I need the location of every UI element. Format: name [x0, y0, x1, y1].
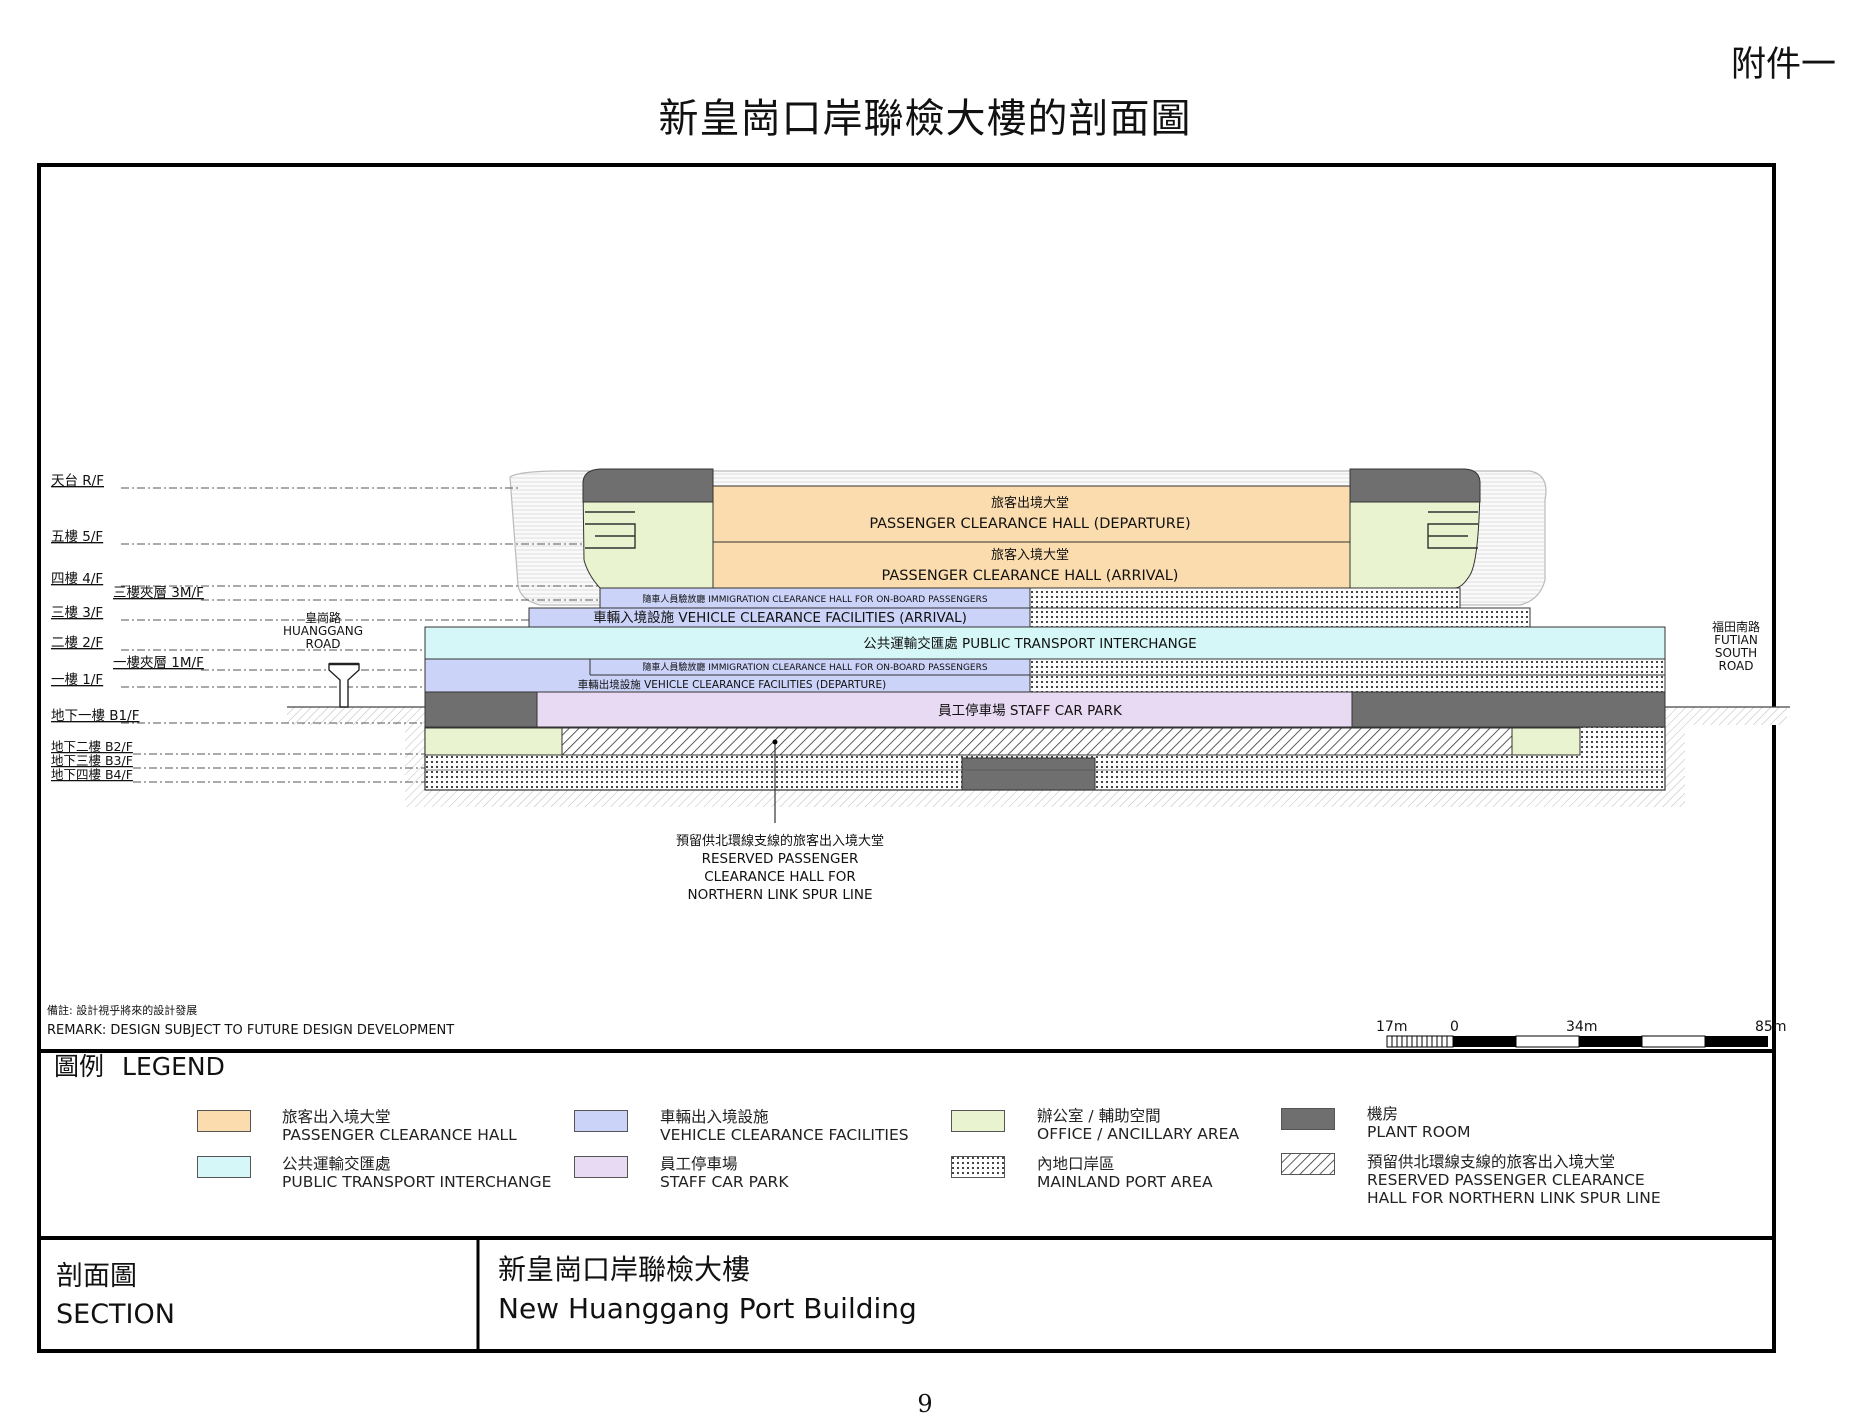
staff-car-park [536, 691, 1353, 728]
immigration-3m-label: 隨車人員驗放廳 IMMIGRATION CLEARANCE HALL FOR O… [642, 593, 987, 605]
office-b2-right [1511, 727, 1581, 756]
legend-swatch-reserved [1281, 1153, 1335, 1175]
remark: 備註: 設計視乎將來的設計發展 REMARK: DESIGN SUBJECT T… [47, 1003, 454, 1038]
public-transport-interchange [424, 626, 1666, 660]
level-label-b1: 地下一樓 B1/F [51, 708, 139, 724]
level-label-3f: 三樓 3/F [51, 605, 103, 621]
remark-en: REMARK: DESIGN SUBJECT TO FUTURE DESIGN … [47, 1023, 454, 1038]
legend-swatch-mainland [951, 1156, 1005, 1178]
scale-bar: 17m 0 34m 85m [1376, 1019, 1786, 1048]
road-right-zh: 福田南路 [1712, 619, 1760, 634]
legend-swatch-office [951, 1110, 1005, 1132]
level-label-b4: 地下四樓 B4/F [51, 767, 133, 782]
arrival-label-zh: 旅客入境大堂 [991, 547, 1069, 563]
legend-title-en: LEGEND [122, 1052, 225, 1081]
mainland-3m [1029, 587, 1461, 609]
legend-title-zh: 圖例 [54, 1052, 105, 1081]
legend-swatch-staff [574, 1156, 628, 1178]
plant-room-b1-right [1351, 691, 1666, 728]
level-label-4f: 四樓 4/F [51, 571, 103, 587]
drawing-frame [37, 163, 1776, 1353]
legend-title: 圖例 LEGEND [54, 1047, 225, 1083]
road-right-en2: SOUTH [1715, 646, 1757, 660]
scale-label-0: 0 [1450, 1019, 1459, 1035]
office-b2-left [424, 727, 563, 756]
scale-label-85m: 85m [1755, 1019, 1786, 1035]
titleblock-building-en: New Huanggang Port Building [498, 1292, 917, 1325]
legend-swatch-vehicle [574, 1110, 628, 1132]
vehicle-departure-label: 車輛出境設施 VEHICLE CLEARANCE FACILITIES (DEP… [578, 678, 886, 691]
level-label-2f: 二樓 2/F [51, 635, 103, 651]
legend-swatch-plant [1281, 1108, 1335, 1130]
level-label-1f: 一樓 1/F [51, 672, 103, 688]
plant-room-roof-right [1349, 468, 1481, 503]
level-label-5f: 五樓 5/F [51, 529, 103, 545]
level-label-3mf: 三樓夾層 3M/F [113, 585, 204, 601]
plant-room-b4 [961, 757, 1096, 791]
titleblock-section-zh: 剖面圖 [56, 1261, 137, 1292]
immigration-1m-label: 隨車人員驗放廳 IMMIGRATION CLEARANCE HALL FOR O… [642, 661, 987, 673]
road-left-zh: 皇崗路 [305, 610, 341, 625]
titleblock-building-zh: 新皇崗口岸聯檢大樓 [498, 1253, 751, 1286]
road-right-en3: ROAD [1718, 659, 1753, 673]
titleblock-building: 新皇崗口岸聯檢大樓 New Huanggang Port Building [498, 1250, 917, 1328]
legend-swatch-pti [197, 1156, 251, 1178]
plant-room-b1-left [424, 691, 538, 728]
departure-hall [712, 485, 1351, 543]
road-bridge [328, 663, 360, 708]
legend-swatch-passenger [197, 1110, 251, 1132]
office-tower-right [1349, 484, 1481, 589]
building-section [328, 468, 1666, 823]
mainland-3f [1029, 607, 1531, 628]
level-label-1mf: 一樓夾層 1M/F [113, 655, 204, 671]
section-labels: 旅客出境大堂 PASSENGER CLEARANCE HALL (DEPARTU… [283, 495, 1760, 903]
departure-label-en: PASSENGER CLEARANCE HALL (DEPARTURE) [869, 516, 1190, 532]
page-title: 新皇崗口岸聯檢大樓的剖面圖 [658, 96, 1192, 142]
annex-label: 附件一 [1730, 45, 1836, 85]
vehicle-arrival-label: 車輛入境設施 VEHICLE CLEARANCE FACILITIES (ARR… [593, 610, 967, 626]
road-right-en1: FUTIAN [1714, 633, 1758, 647]
arrival-label-en: PASSENGER CLEARANCE HALL (ARRIVAL) [882, 568, 1179, 584]
titleblock-section-en: SECTION [56, 1299, 175, 1330]
reserved-callout-en2: CLEARANCE HALL FOR [704, 869, 856, 885]
reserved-callout-en3: NORTHERN LINK SPUR LINE [688, 887, 873, 903]
road-left-en1: HUANGGANG [283, 624, 363, 638]
level-label-b2: 地下二樓 B2/F [51, 739, 133, 754]
reserved-callout-zh: 預留供北環線支線的旅客出入境大堂 [676, 833, 884, 849]
titleblock-section: 剖面圖 SECTION [56, 1258, 175, 1334]
scale-label-17m: 17m [1376, 1019, 1407, 1035]
page-number: 9 [917, 1390, 933, 1418]
level-label-rf: 天台 R/F [51, 473, 104, 489]
reserved-callout-en1: RESERVED PASSENGER [702, 851, 859, 867]
staff-car-park-label: 員工停車場 STAFF CAR PARK [938, 702, 1123, 719]
reserved-spur-hall [561, 727, 1513, 756]
remark-zh: 備註: 設計視乎將來的設計發展 [47, 1003, 197, 1017]
plant-room-roof-left [582, 468, 714, 503]
pti-label: 公共運輸交匯處 PUBLIC TRANSPORT INTERCHANGE [863, 635, 1196, 652]
scale-label-34m: 34m [1566, 1019, 1597, 1035]
level-label-b3: 地下三樓 B3/F [51, 753, 133, 768]
road-left-en2: ROAD [305, 637, 340, 651]
level-lines: 天台 R/F 五樓 5/F 四樓 4/F 三樓夾層 3M/F 三樓 3/F 二樓 2/F 一… [51, 473, 600, 783]
office-tower-left [582, 484, 714, 589]
departure-label-zh: 旅客出境大堂 [991, 495, 1069, 511]
